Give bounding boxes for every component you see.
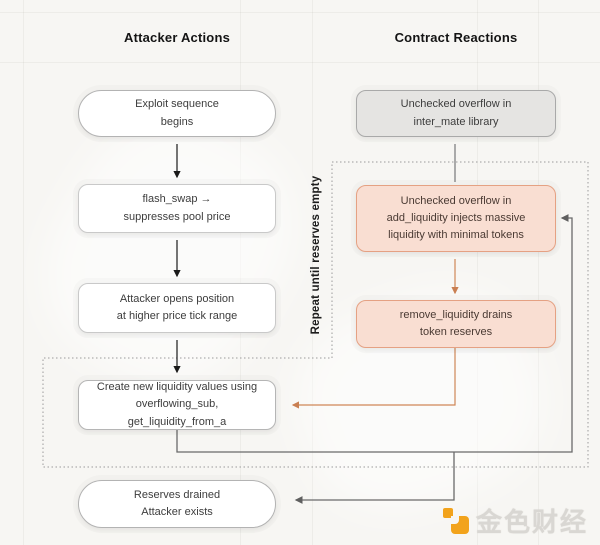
node-text-line: Exploit sequence <box>135 98 219 111</box>
node-remove-liquidity-drains: remove_liquidity drains token reserves <box>356 300 556 348</box>
jinse-watermark-text: 金色财经 <box>475 507 588 537</box>
arrow-loop-exit-to-reserves <box>294 452 455 504</box>
column-title-contract-reactions: Contract Reactions <box>394 30 518 45</box>
jinse-logo-icon <box>442 507 470 534</box>
node-unchecked-overflow-intermate: Unchecked overflow in inter_mate library <box>356 90 556 137</box>
node-text-line: suppresses pool price <box>123 210 231 223</box>
node-text-line: flash_swap → <box>142 193 212 206</box>
gridline-vertical <box>538 0 539 545</box>
repeat-loop-dotted-region <box>42 161 589 468</box>
node-text-line: Create new liquidity values using <box>96 381 258 394</box>
node-exploit-sequence-begins: Exploit sequence begins <box>78 90 276 137</box>
node-text-line: overflowing_sub, get_liquidity_from_a <box>127 398 227 428</box>
arrow-removeliquidity-to-create <box>291 348 456 409</box>
gridline-horizontal <box>0 12 600 13</box>
node-text-line: Reserves drained <box>133 488 221 501</box>
jinse-watermark: 金色财经 <box>442 502 588 539</box>
node-text-line: Unchecked overflow in <box>400 194 512 207</box>
node-text-line: at higher price tick range <box>116 310 238 322</box>
node-reserves-drained: Reserves drained Attacker exists <box>78 480 276 528</box>
node-attacker-opens-position: Attacker opens position at higher price … <box>78 283 276 333</box>
node-text-line: add_liquidity injects massive <box>386 211 526 224</box>
node-flash-swap: flash_swap → suppresses pool price <box>78 184 276 233</box>
node-text-line: remove_liquidity drains <box>399 308 513 321</box>
node-create-liquidity-values: Create new liquidity values using overfl… <box>78 380 276 430</box>
arrow-create-loop-to-addliquidity <box>176 214 573 453</box>
gridline-horizontal <box>0 62 600 63</box>
node-text-line: Unchecked overflow in <box>400 98 512 111</box>
column-title-attacker-actions: Attacker Actions <box>123 30 231 45</box>
node-text-line: begins <box>160 115 194 128</box>
gridline-vertical <box>312 0 313 545</box>
gridline-vertical <box>477 0 478 545</box>
node-text-line: Attacker exists <box>141 506 213 518</box>
gridline-vertical <box>23 0 24 545</box>
repeat-loop-label: Repeat until reserves empty <box>310 175 322 335</box>
node-text-line: liquidity with minimal tokens <box>388 229 524 242</box>
node-text-line: token reserves <box>419 326 493 338</box>
node-text-line: Attacker opens position <box>119 292 235 305</box>
node-unchecked-overflow-addliquidity: Unchecked overflow in add_liquidity inje… <box>356 185 556 252</box>
node-text-line: inter_mate library <box>413 115 499 128</box>
